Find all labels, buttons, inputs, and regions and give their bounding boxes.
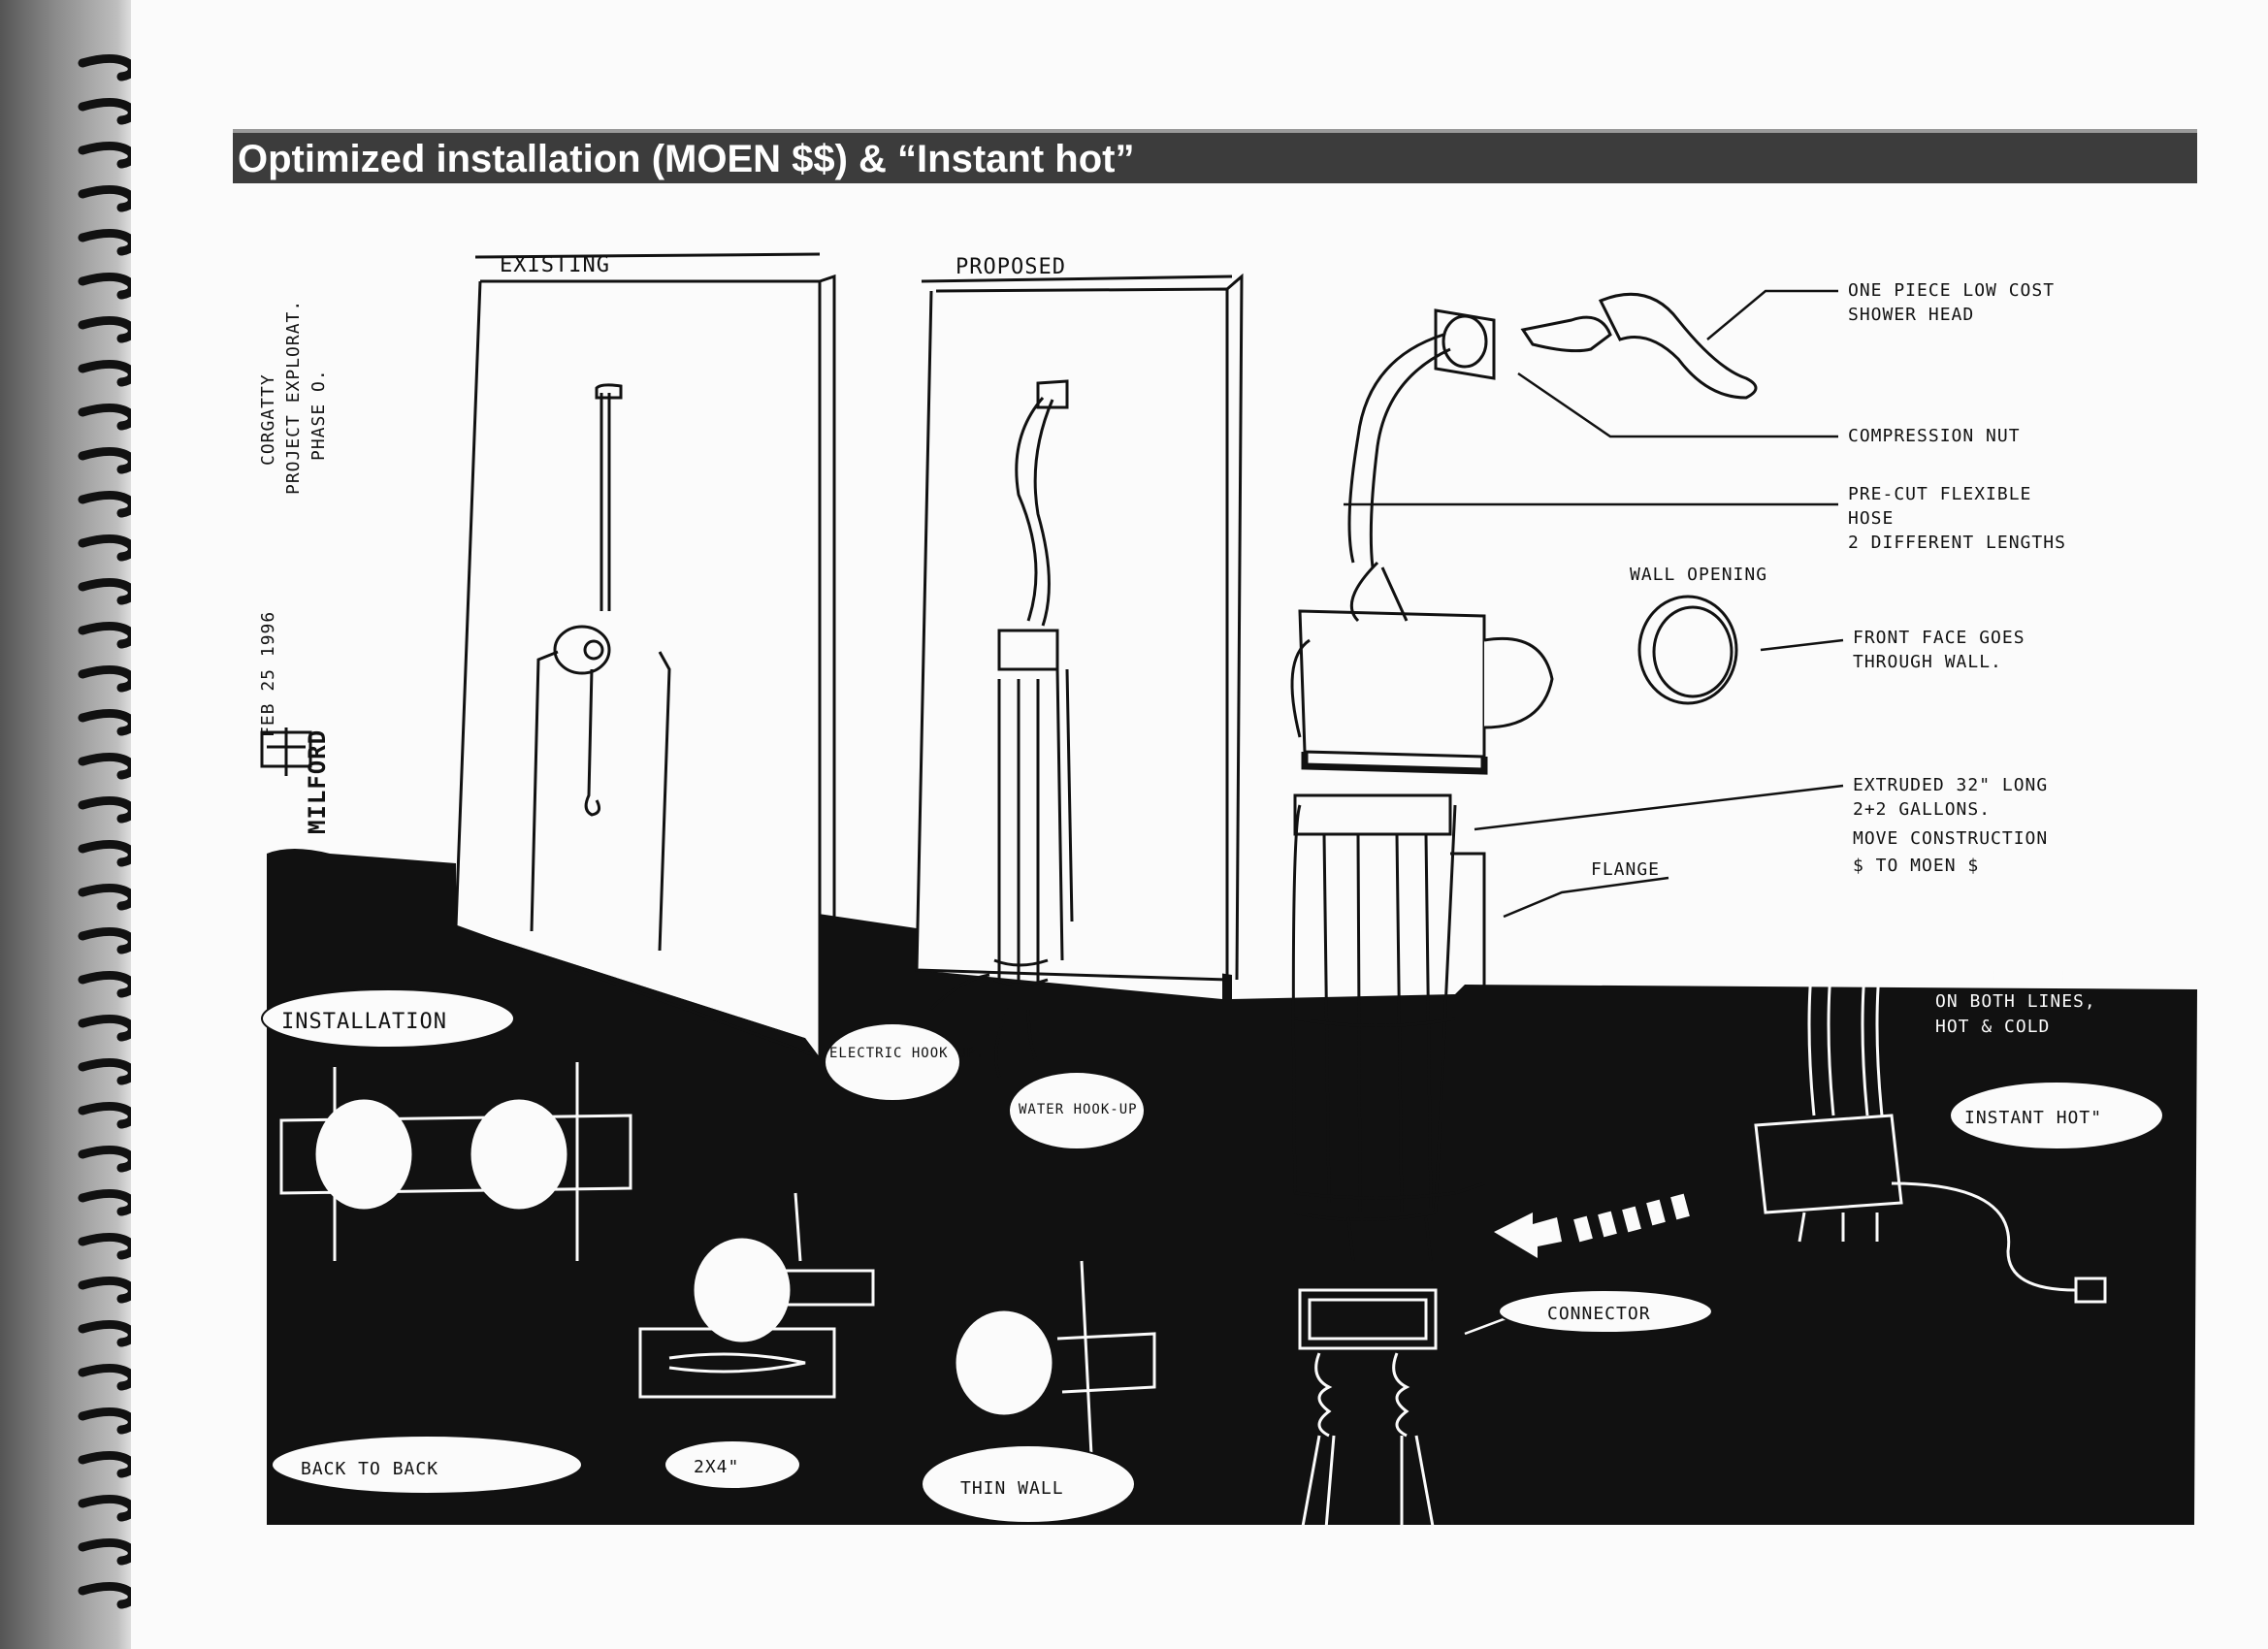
callout-heater-1: HEATER / OPTIONAL bbox=[1945, 966, 2140, 986]
label-connector: CONNECTOR bbox=[1547, 1304, 1651, 1324]
callout-front-face-1: FRONT FACE GOES bbox=[1853, 628, 2025, 648]
label-water-hookup: WATER HOOK-UP bbox=[1019, 1102, 1138, 1117]
instant-hot-unit bbox=[1754, 945, 2107, 1304]
proposed-wall bbox=[915, 273, 1244, 982]
page-title: Optimized installation (MOEN $$) & “Inst… bbox=[238, 138, 1135, 180]
proposed-heater-unit bbox=[929, 629, 1074, 1083]
label-back-to-back: BACK TO BACK bbox=[301, 1459, 438, 1479]
callout-front-face-2: THROUGH WALL. bbox=[1853, 652, 2002, 672]
side-notes: CORGATTY PROJECT EXPLORAT. PHASE O. FEB … bbox=[258, 300, 331, 834]
side-note-3: PHASE O. bbox=[308, 369, 329, 461]
label-existing: EXISTING bbox=[500, 253, 610, 277]
callout-tank-4: $ TO MOEN $ bbox=[1853, 856, 1979, 876]
title-bar bbox=[233, 129, 2197, 183]
callout-heater-2: ON BOTH LINES, bbox=[1935, 991, 2096, 1012]
side-note-1: CORGATTY bbox=[258, 373, 278, 466]
callout-showerhead-1: ONE PIECE LOW COST bbox=[1848, 280, 2055, 301]
label-instant-hot: INSTANT HOT" bbox=[1964, 1108, 2102, 1128]
callout-showerhead-2: SHOWER HEAD bbox=[1848, 305, 1974, 325]
label-2x4: 2X4" bbox=[694, 1457, 739, 1477]
label-installation: INSTALLATION bbox=[281, 1010, 447, 1034]
label-electric-hookup: ELECTRIC HOOK UP. bbox=[829, 1046, 985, 1061]
existing-valve bbox=[530, 383, 671, 952]
callout-hose-3: 2 DIFFERENT LENGTHS bbox=[1848, 533, 2066, 553]
callout-tank-2: 2+2 GALLONS. bbox=[1853, 799, 1991, 820]
back-to-back-units bbox=[279, 1062, 632, 1261]
existing-wall bbox=[454, 252, 836, 1091]
connector-part bbox=[1298, 1288, 1438, 1553]
side-note-date: FEB 25 1996 bbox=[258, 611, 278, 737]
label-ovals bbox=[261, 988, 2164, 1524]
label-thin-wall: THIN WALL bbox=[960, 1478, 1064, 1499]
shower-head-assembly bbox=[1290, 292, 1758, 775]
callout-tank-3: MOVE CONSTRUCTION bbox=[1853, 828, 2048, 849]
callout-tank-1: EXTRUDED 32" LONG bbox=[1853, 775, 2048, 795]
callout-texts: ONE PIECE LOW COST SHOWER HEAD COMPRESSI… bbox=[1848, 280, 2066, 876]
callout-heater-3: HOT & COLD bbox=[1935, 1017, 2050, 1037]
floor-arrow bbox=[1494, 1193, 1690, 1258]
extruded-tank bbox=[1291, 793, 1486, 1262]
callout-compression-nut: COMPRESSION NUT bbox=[1848, 426, 2021, 446]
signature-logo bbox=[260, 728, 312, 776]
thin-wall-unit bbox=[956, 1260, 1156, 1456]
side-note-signature: MILFORD bbox=[304, 729, 331, 834]
label-flange: FLANGE bbox=[1591, 859, 1660, 880]
callout-heater-texts: HEATER / OPTIONAL ON BOTH LINES, HOT & C… bbox=[1935, 966, 2140, 1037]
label-wall-opening: WALL OPENING bbox=[1630, 565, 1767, 585]
label-proposed: PROPOSED bbox=[956, 255, 1066, 279]
callout-hose-2: HOSE bbox=[1848, 508, 1894, 529]
callout-hose-1: PRE-CUT FLEXIBLE bbox=[1848, 484, 2031, 504]
side-note-2: PROJECT EXPLORAT. bbox=[283, 300, 304, 495]
two-by-four-unit bbox=[638, 1192, 875, 1399]
wall-opening bbox=[1637, 595, 1738, 705]
